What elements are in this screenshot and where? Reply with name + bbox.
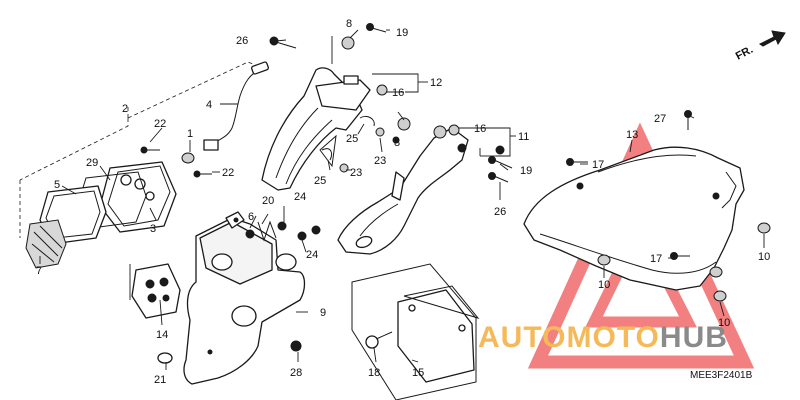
- callout-labels: 1 2 3 4 5 6 7 8 8 9 10 10 10 11 12 13 14…: [36, 18, 770, 386]
- rear-fender-assembly: [523, 110, 771, 302]
- frame-stay-leaders: [275, 29, 509, 200]
- callout-24-lower: 24: [306, 249, 318, 261]
- callout-8-upper: 8: [346, 18, 352, 30]
- callout-17-lower: 17: [650, 253, 662, 265]
- callout-11: 11: [518, 131, 529, 143]
- callout-20: 20: [262, 195, 274, 207]
- callout-18: 18: [368, 367, 380, 379]
- callout-2: 2: [122, 103, 128, 115]
- callout-28: 28: [290, 367, 302, 379]
- callout-19-upper: 19: [396, 27, 408, 39]
- callout-14: 14: [156, 329, 168, 341]
- callout-10-bottom: 10: [718, 317, 730, 329]
- watermark-text-automoto: AUTOMOTO: [478, 321, 660, 354]
- callout-4: 4: [206, 99, 212, 111]
- callout-13: 13: [626, 129, 638, 141]
- callout-12: 12: [430, 77, 442, 89]
- svg-text:AUTOMOTOHUB: AUTOMOTOHUB: [478, 321, 728, 354]
- front-arrow-icon: [759, 30, 786, 47]
- frame-stay-assembly: [261, 23, 513, 255]
- callout-26-upper: 26: [236, 35, 248, 47]
- diagram-code: MEE3F2401B: [690, 370, 753, 381]
- callout-25-lower: 25: [314, 175, 326, 187]
- callout-22-lower: 22: [222, 167, 234, 179]
- callout-16-upper: 16: [392, 87, 404, 99]
- taillight-assembly: [25, 61, 269, 269]
- callout-3: 3: [150, 223, 156, 235]
- callout-26-lower: 26: [494, 206, 506, 218]
- callout-9: 9: [320, 307, 326, 319]
- license-bracket-assembly: [131, 211, 321, 385]
- callout-15: 15: [412, 367, 424, 379]
- group-leaders: [19, 36, 516, 238]
- license-plate-assembly: [351, 263, 480, 400]
- callout-24-upper: 24: [294, 191, 306, 203]
- callout-29: 29: [86, 157, 98, 169]
- callout-21: 21: [154, 374, 166, 386]
- callout-22-upper: 22: [154, 118, 166, 130]
- front-direction-indicator: FR.: [734, 30, 786, 63]
- callout-16-lower: 16: [474, 123, 486, 135]
- callout-8-lower: 8: [394, 137, 400, 149]
- watermark-text-hub: HUB: [660, 321, 728, 354]
- callout-19-lower: 19: [520, 165, 532, 177]
- callout-5: 5: [54, 179, 60, 191]
- callout-23-right: 23: [350, 167, 362, 179]
- callout-27: 27: [654, 113, 666, 125]
- callout-10-left: 10: [598, 279, 610, 291]
- callout-6: 6: [248, 211, 254, 223]
- callout-7: 7: [36, 265, 42, 277]
- license-plate-leaders: [373, 347, 419, 363]
- callout-17-upper: 17: [592, 159, 604, 171]
- callout-23-left: 23: [374, 155, 386, 167]
- callout-10-right: 10: [758, 251, 770, 263]
- callout-25-upper: 25: [346, 133, 358, 145]
- license-bracket-leaders: [129, 206, 308, 370]
- rear-fender-leaders: [580, 115, 765, 317]
- front-label: FR.: [734, 44, 755, 63]
- taillight-leaders: [39, 103, 238, 264]
- callout-1: 1: [187, 128, 193, 140]
